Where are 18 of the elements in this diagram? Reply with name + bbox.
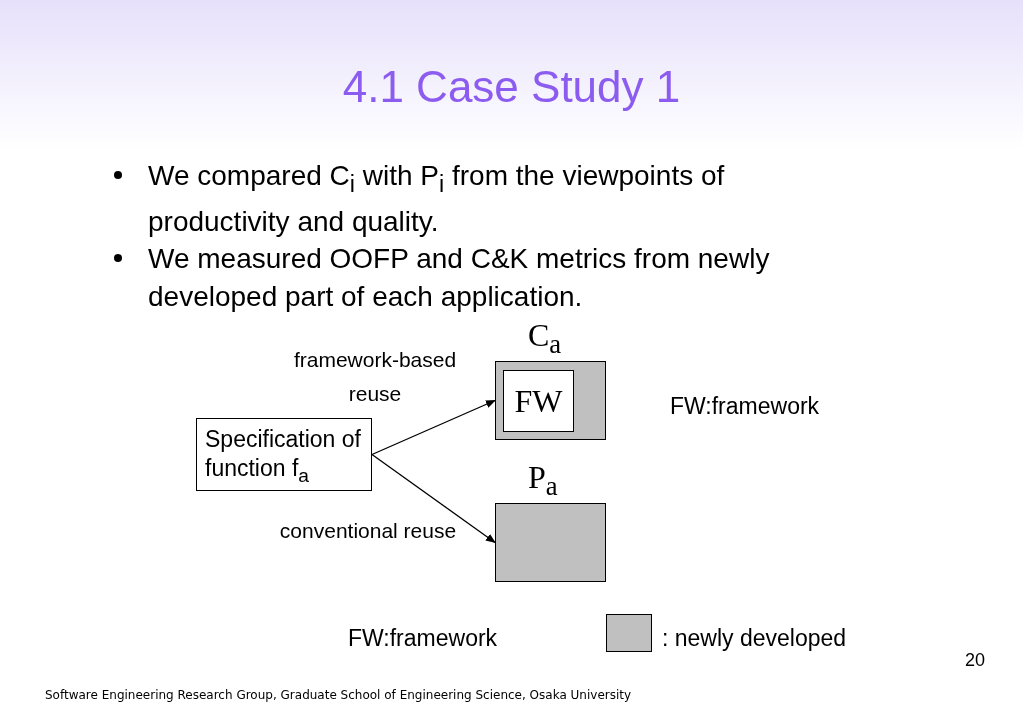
legend-text: : newly developed (662, 625, 847, 652)
footer-text: Software Engineering Research Group, Graduate School of Engineering Science, Osaka University (45, 688, 632, 702)
box-heading: P$_{a}$ (528, 459, 558, 503)
box-label: FW (513, 383, 564, 420)
box-heading: C$_{a}$ (528, 317, 562, 361)
definition-text: FW:framework (348, 625, 498, 652)
page-number: 20 (965, 650, 986, 671)
box-label: Specification of function f$_{a}$ (205, 425, 361, 488)
slide-title: 4.1 Case Study 1 (341, 62, 682, 112)
arrow (371, 399, 496, 456)
definition-text: FW:framework (670, 393, 820, 420)
edge-label: framework-based reuse (292, 347, 458, 407)
process-box (196, 418, 372, 491)
arrow (371, 453, 496, 544)
framework-box (503, 370, 574, 432)
bullet-text: We compared C$_{i}$ with P$_{i}$ from the viewpoints of productivity and quality. (148, 159, 726, 239)
bullet-text: We measured OOFP and C&K metrics from newly developed part of each application. (148, 242, 771, 314)
edge-label: conventional reuse (278, 518, 458, 544)
